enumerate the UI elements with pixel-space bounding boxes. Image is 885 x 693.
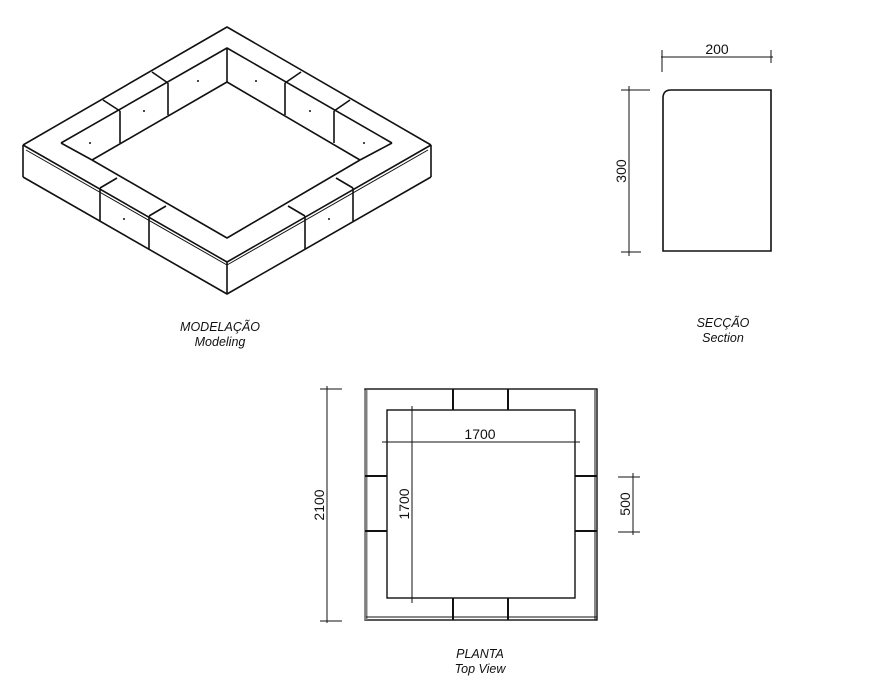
plan-view (364, 388, 598, 621)
plan-title-en: Top View (454, 662, 506, 676)
section-caption: SECÇÃO Section (673, 316, 773, 346)
plan-dimensions (320, 386, 640, 623)
section-view (662, 89, 772, 252)
section-title-en: Section (702, 331, 744, 345)
plan-inner-height-dimension: 1700 (396, 488, 412, 519)
section-width-dimension: 200 (705, 41, 729, 57)
plan-title-pt: PLANTA (456, 647, 504, 661)
plan-caption: PLANTA Top View (430, 647, 530, 677)
section-height-dimension: 300 (613, 159, 629, 183)
plan-module-dimension: 500 (617, 492, 633, 516)
isometric-model (22, 26, 432, 295)
plan-outer-dimension: 2100 (311, 489, 327, 520)
section-dimensions (621, 50, 773, 256)
plan-inner-width-dimension: 1700 (464, 426, 495, 442)
isometric-dots (89, 80, 365, 220)
modeling-title-pt: MODELAÇÃO (180, 320, 260, 334)
modeling-title-en: Modeling (194, 335, 246, 349)
section-title-pt: SECÇÃO (696, 316, 750, 330)
modeling-caption: MODELAÇÃO Modeling (150, 320, 290, 350)
